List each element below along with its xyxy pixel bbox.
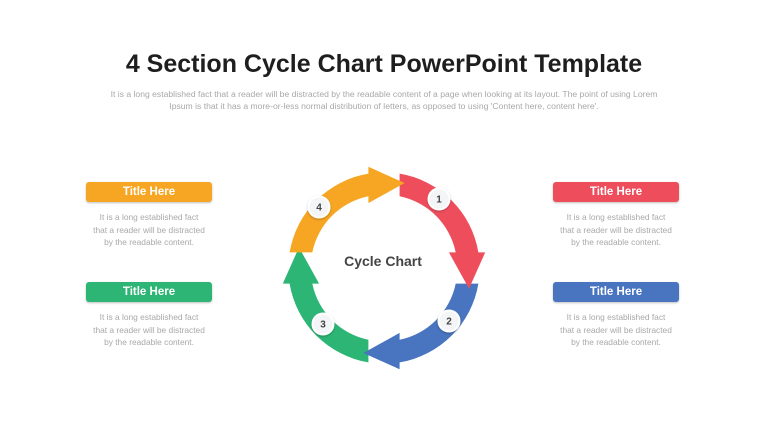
- badge-1-label: 1: [436, 195, 442, 206]
- badge-4-label: 4: [316, 203, 322, 214]
- cycle-center-label: Cycle Chart: [344, 253, 422, 269]
- badge-2: 2: [437, 309, 461, 333]
- card-top-left: Title Here It is a long established fact…: [86, 182, 212, 249]
- segment-1-arrow: [399, 173, 486, 289]
- segment-4-arrow: [289, 166, 405, 253]
- segment-3-shape: [282, 247, 369, 363]
- card-text-top-left: It is a long established fact that a rea…: [93, 212, 205, 247]
- segment-2-shape: [363, 283, 479, 370]
- card-title-top-right: Title Here: [553, 182, 679, 202]
- card-bottom-right: Title Here It is a long established fact…: [553, 282, 679, 349]
- badge-2-label: 2: [446, 317, 452, 328]
- segment-3-arrow: [282, 247, 369, 363]
- badge-4: 4: [307, 195, 331, 219]
- card-text-bottom-left: It is a long established fact that a rea…: [93, 312, 205, 347]
- segment-2-arrow: [363, 283, 479, 370]
- card-top-right: Title Here It is a long established fact…: [553, 182, 679, 249]
- card-title-bottom-right: Title Here: [553, 282, 679, 302]
- card-text-bottom-right: It is a long established fact that a rea…: [560, 312, 672, 347]
- segment-4-shape: [289, 166, 405, 253]
- page-subtitle: It is a long established fact that a rea…: [110, 89, 658, 111]
- badge-3: 3: [311, 312, 335, 336]
- card-bottom-left: Title Here It is a long established fact…: [86, 282, 212, 349]
- page-title: 4 Section Cycle Chart PowerPoint Templat…: [125, 50, 643, 78]
- cycle-diagram: 1 2 3 4 Cycle Chart: [282, 166, 486, 370]
- card-text-top-right: It is a long established fact that a rea…: [560, 212, 672, 247]
- badge-3-label: 3: [320, 320, 326, 331]
- badge-1: 1: [427, 187, 451, 211]
- card-title-bottom-left: Title Here: [86, 282, 212, 302]
- segment-1-shape: [399, 173, 486, 289]
- card-title-top-left: Title Here: [86, 182, 212, 202]
